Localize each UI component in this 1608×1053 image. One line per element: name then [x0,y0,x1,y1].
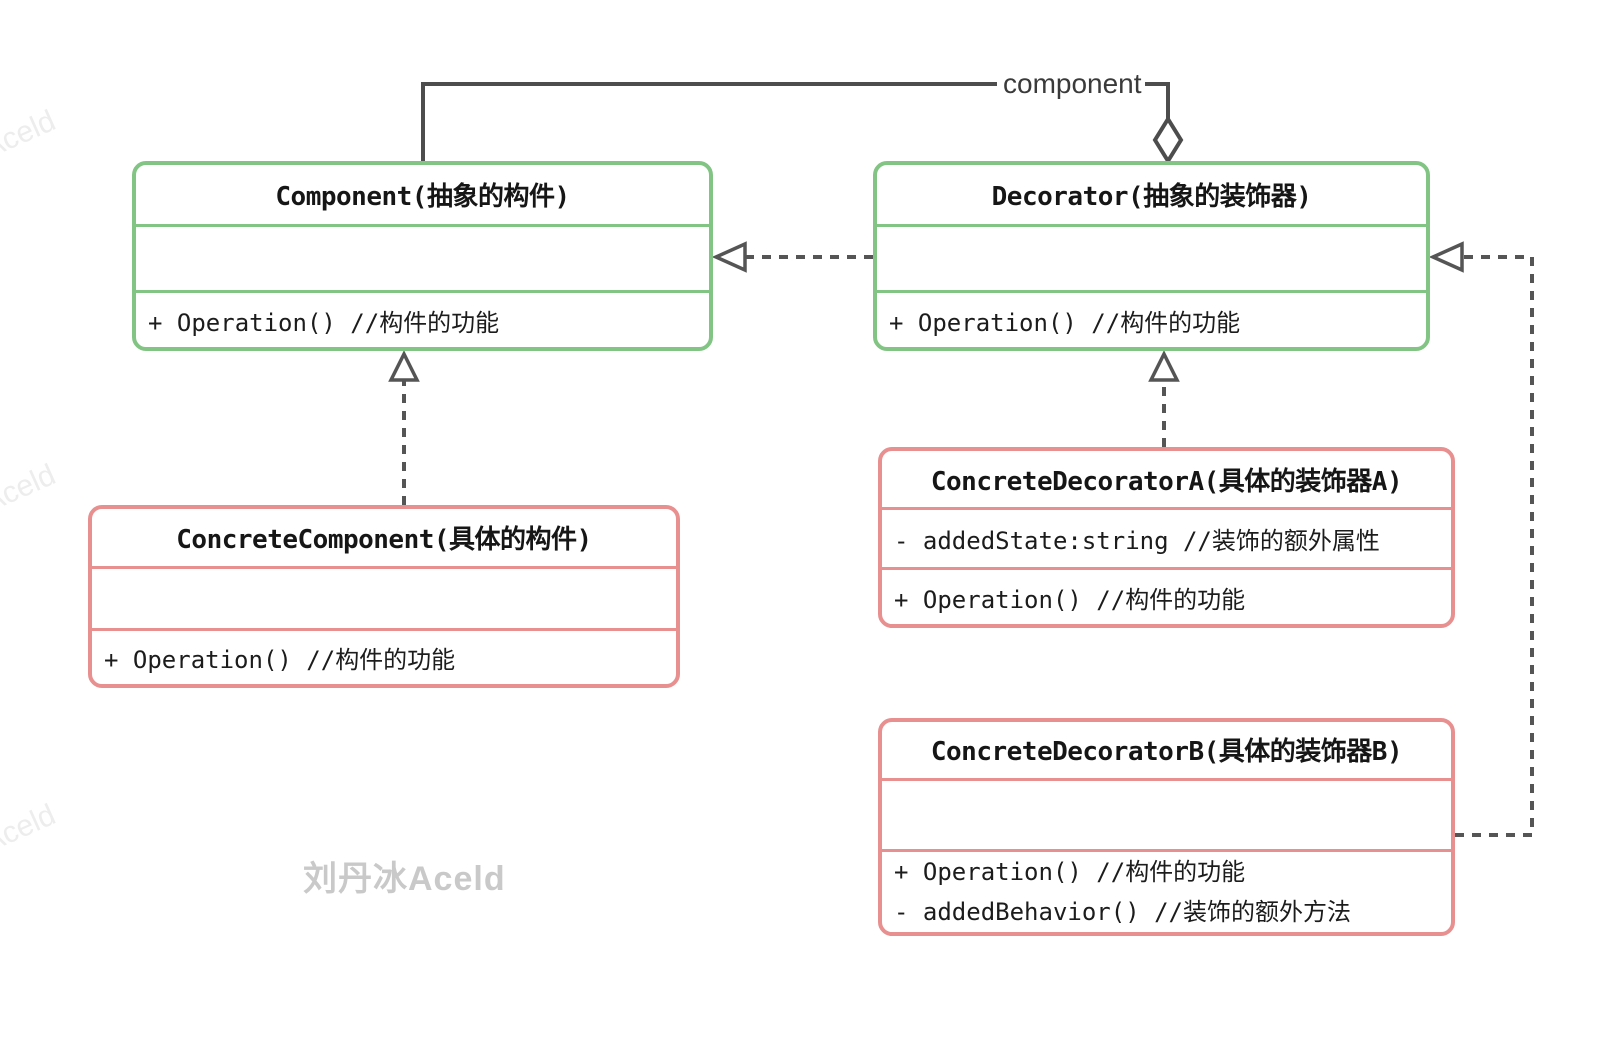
class-attribute-concrete-decorator-a: - addedState:string //装饰的额外属性 [882,510,1451,570]
class-box-concrete-decorator-a: ConcreteDecoratorA(具体的装饰器A) - addedState… [878,447,1455,628]
realization-arrow-decorator-to-component [711,241,873,273]
class-title-concrete-component: ConcreteComponent(具体的构件) [92,509,676,569]
class-attributes-component [136,227,709,293]
class-attributes-decorator [877,227,1426,293]
realization-arrow-concretecomponent-to-component [388,350,420,505]
class-method-decorator: + Operation() //构件的功能 [889,308,1241,337]
aggregation-diamond-icon [1152,115,1184,165]
class-method-concrete-decorator-b-1: + Operation() //构件的功能 [894,858,1246,886]
hollow-triangle-arrowhead-icon [1428,241,1464,273]
class-box-component: Component(抽象的构件) + Operation() //构件的功能 [132,161,713,351]
class-method-concrete-decorator-a: + Operation() //构件的功能 [894,585,1246,614]
author-watermark: 刘丹冰Aceld [303,860,506,898]
class-methods-concrete-decorator-b: + Operation() //构件的功能 - addedBehavior() … [882,852,1451,932]
class-box-decorator: Decorator(抽象的装饰器) + Operation() //构件的功能 [873,161,1430,351]
aggregation-label-component: component [1003,68,1142,100]
class-title-decorator: Decorator(抽象的装饰器) [877,165,1426,227]
hollow-triangle-arrowhead-icon [711,241,747,273]
class-attributes-concrete-component [92,569,676,631]
hollow-triangle-arrowhead-icon [388,350,420,382]
class-title-concrete-decorator-a: ConcreteDecoratorA(具体的装饰器A) [882,451,1451,510]
class-box-concrete-component: ConcreteComponent(具体的构件) + Operation() /… [88,505,680,688]
class-method-concrete-decorator-b-2: - addedBehavior() //装饰的额外方法 [894,898,1351,926]
class-title-concrete-decorator-b: ConcreteDecoratorB(具体的装饰器B) [882,722,1451,781]
class-box-concrete-decorator-b: ConcreteDecoratorB(具体的装饰器B) + Operation(… [878,718,1455,936]
class-attributes-concrete-decorator-b [882,780,1451,852]
realization-arrow-concretedecoratorb-to-decorator [1428,241,1534,837]
class-title-component: Component(抽象的构件) [136,165,709,227]
class-method-component: + Operation() //构件的功能 [148,308,500,337]
class-method-concrete-component: + Operation() //构件的功能 [104,646,456,674]
hollow-triangle-arrowhead-icon [1148,350,1180,382]
realization-arrow-concretedecoratora-to-decorator [1148,350,1180,447]
